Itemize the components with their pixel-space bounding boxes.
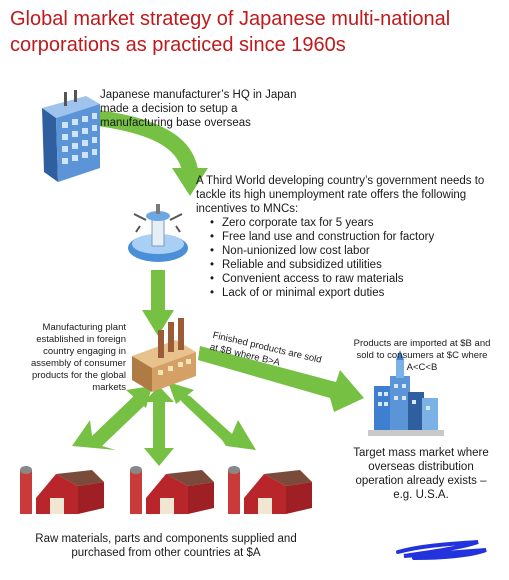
incentive-item: Free land use and construction for facto… — [210, 230, 496, 244]
government-block: A Third World developing country’s gover… — [196, 174, 496, 300]
arrow-plant-to-market — [198, 346, 364, 412]
hq-description: Japanese manufacturer’s HQ in Japan made… — [100, 89, 297, 129]
arrow-hq-to-government — [96, 110, 198, 172]
incentive-item: Reliable and subsidized utilities — [210, 258, 496, 272]
factory-icon — [132, 318, 196, 392]
government-tower-icon — [128, 204, 188, 262]
arrow-plant-to-right-supplier — [168, 382, 256, 450]
blue-scribble — [396, 540, 487, 560]
barn-icon-middle — [130, 466, 214, 514]
diagram-title: Global market strategy of Japanese multi… — [10, 8, 451, 56]
barn-icon-right — [228, 466, 312, 514]
incentive-item: Lack of or minimal export duties — [210, 286, 496, 300]
target-market-description: Target mass market where overseas distri… — [353, 447, 489, 501]
incentive-item: Convenient access to raw materials — [210, 272, 496, 286]
arrow-plant-to-middle-supplier — [144, 386, 174, 466]
plant-description: Manufacturing plant established in forei… — [30, 322, 126, 393]
arrow-government-to-plant-head — [142, 310, 174, 336]
barn-icon-left — [20, 466, 104, 514]
incentive-item: Zero corporate tax for 5 years — [210, 216, 496, 230]
incentive-item: Non-unionized low cost labor — [210, 244, 496, 258]
hq-building-icon — [42, 90, 100, 182]
city-skyline-icon — [368, 350, 444, 436]
government-description: A Third World developing country’s gover… — [196, 175, 485, 215]
import-description: Products are imported at $B and sold to … — [353, 338, 491, 373]
incentive-list: Zero corporate tax for 5 years Free land… — [196, 216, 496, 300]
arrow-hq-to-government-head — [172, 168, 208, 196]
arrow-plant-to-left-supplier — [72, 386, 152, 450]
suppliers-description: Raw materials, parts and components supp… — [35, 533, 297, 559]
arrow-government-to-plant-shaft — [151, 270, 165, 312]
